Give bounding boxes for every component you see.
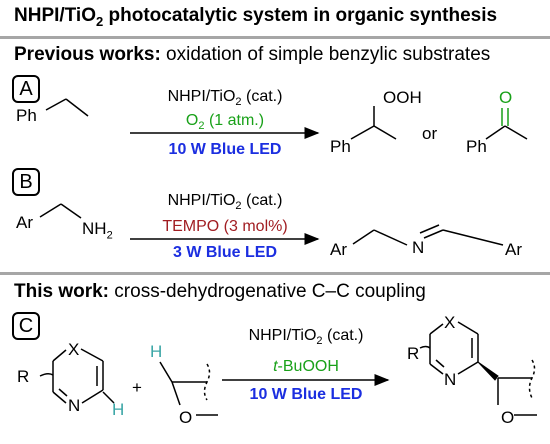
oxidant-c: t-BuOOH: [273, 358, 339, 375]
substrate-b-ar: Ar: [16, 213, 33, 232]
product-c-o: O: [501, 408, 515, 427]
ether-fragment: [159, 361, 218, 416]
catalyst-a: NHPI/TiO2 (cat.): [167, 88, 283, 109]
pyridine-h: H: [112, 400, 125, 419]
product-b-ar2: Ar: [505, 240, 522, 259]
substrate-b-nh2: NH2: [82, 219, 113, 242]
product-a1-ph: Ph: [330, 137, 351, 156]
page-title: NHPI/TiO2 photocatalytic system in organ…: [14, 5, 498, 29]
pyridine-ring: [39, 348, 115, 404]
additive-b: TEMPO (3 mol%): [162, 218, 288, 235]
product-c-x: X: [444, 313, 456, 332]
light-b: 3 W Blue LED: [172, 244, 277, 261]
ether-o: O: [179, 408, 193, 427]
catalyst-c: NHPI/TiO2 (cat.): [248, 327, 364, 348]
product-a1-bonds: [350, 106, 397, 140]
product-b-n: N: [412, 238, 425, 257]
light-c: 10 W Blue LED: [249, 386, 363, 403]
pyridine-n: N: [68, 396, 81, 415]
wedge-bond: [477, 361, 499, 381]
badge-b: B: [12, 168, 40, 196]
catalyst-b: NHPI/TiO2 (cat.): [167, 192, 283, 213]
divider-middle: [0, 272, 550, 275]
badge-a: A: [12, 75, 40, 103]
product-b-ar1: Ar: [330, 240, 347, 259]
product-a2-bonds: [485, 108, 528, 140]
pyridine-x: X: [68, 340, 80, 359]
badge-c: C: [12, 312, 40, 340]
previous-works-heading: Previous works: oxidation of simple benz…: [14, 44, 491, 65]
divider-top: [0, 36, 550, 39]
product-a2-ph: Ph: [466, 137, 487, 156]
product-a2-o: O: [499, 88, 513, 107]
product-c-r: R: [407, 344, 420, 363]
product-a1-ooh: OOH: [383, 88, 422, 107]
this-work-heading: This work: cross-dehydrogenative C–C cou…: [14, 281, 426, 302]
product-c-bonds: [419, 321, 537, 416]
ether-h: H: [150, 342, 163, 361]
plus-sign: +: [132, 378, 142, 397]
oxidant-a: O2 (1 atm.): [185, 112, 265, 133]
substrate-a-bonds: [45, 98, 89, 117]
or-label: or: [422, 124, 438, 143]
product-b-bonds: [352, 224, 504, 246]
substrate-a-ph: Ph: [16, 106, 37, 125]
product-c-n: N: [444, 370, 457, 389]
pyridine-r: R: [17, 367, 30, 386]
substrate-b-bonds: [39, 203, 82, 219]
light-a: 10 W Blue LED: [168, 141, 282, 158]
